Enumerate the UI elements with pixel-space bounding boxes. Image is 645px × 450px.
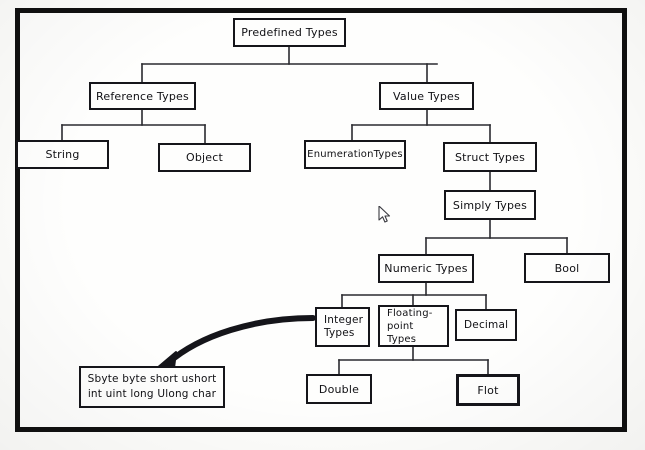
node-decimal[interactable]: Decimal — [455, 309, 517, 341]
node-flot[interactable]: Flot — [456, 374, 520, 406]
whiteboard-frame — [15, 8, 627, 432]
node-value-types[interactable]: Value Types — [379, 82, 474, 110]
node-predefined-types[interactable]: Predefined Types — [233, 18, 346, 47]
node-string[interactable]: String — [16, 140, 109, 169]
node-reference-types[interactable]: Reference Types — [89, 82, 196, 110]
node-integral-types-list[interactable]: Sbyte byte short ushort int uint long Ul… — [79, 366, 225, 408]
node-struct-types[interactable]: Struct Types — [443, 142, 537, 172]
node-enumeration-types[interactable]: EnumerationTypes — [304, 140, 406, 169]
node-simply-types[interactable]: Simply Types — [444, 190, 536, 220]
node-bool[interactable]: Bool — [524, 253, 610, 283]
node-integer-types[interactable]: Integer Types — [315, 307, 370, 347]
node-numeric-types[interactable]: Numeric Types — [378, 254, 474, 283]
node-object[interactable]: Object — [158, 143, 251, 172]
node-double[interactable]: Double — [306, 374, 372, 404]
node-floating-point-types[interactable]: Floating-point Types — [378, 305, 449, 347]
